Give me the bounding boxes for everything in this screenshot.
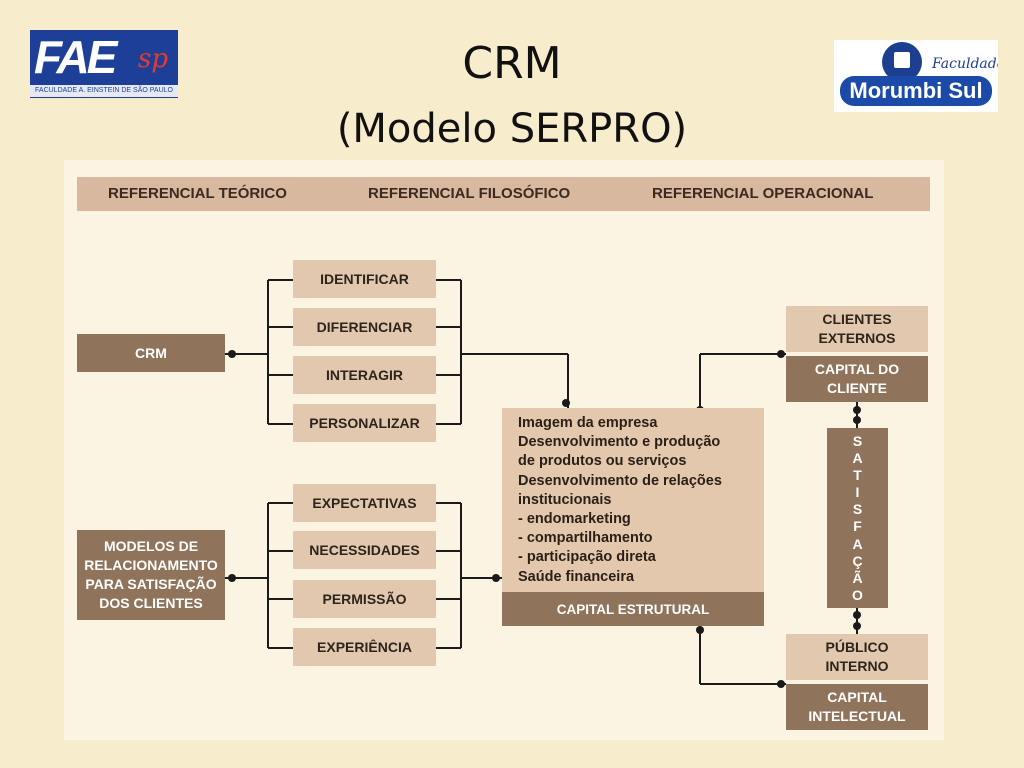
step-personalizar: PERSONALIZAR bbox=[293, 404, 436, 442]
slide-title: CRM bbox=[462, 38, 562, 89]
step-diferenciar: DIFERENCIAR bbox=[293, 308, 436, 346]
satisfacao-letter: Ç bbox=[852, 552, 863, 569]
connector-dot bbox=[562, 399, 570, 407]
capital-intelectual-box: CAPITAL INTELECTUAL bbox=[786, 684, 928, 730]
connector-dot bbox=[853, 406, 861, 414]
header-referencial-operacional: REFERENCIAL OPERACIONAL bbox=[652, 185, 874, 202]
step-interagir: INTERAGIR bbox=[293, 356, 436, 394]
step-permissao: PERMISSÃO bbox=[293, 580, 436, 618]
satisfacao-bar: S A T I S F A Ç Ã O bbox=[827, 428, 888, 608]
center-line: institucionais bbox=[518, 491, 612, 508]
morumbi-logo-faculdade: Faculdade bbox=[932, 56, 998, 72]
center-line: de produtos ou serviços bbox=[518, 453, 687, 470]
connector-dot bbox=[228, 574, 236, 582]
connector-dot bbox=[777, 350, 785, 358]
fae-logo-caption: FACULDADE A. EINSTEIN DE SÃO PAULO bbox=[30, 85, 178, 97]
satisfacao-letter: Ã bbox=[852, 569, 863, 586]
connector-dot bbox=[228, 350, 236, 358]
capital-estrutural-footer: CAPITAL ESTRUTURAL bbox=[502, 592, 764, 626]
center-line: Imagem da empresa bbox=[518, 415, 658, 431]
fae-logo-mark: FAE bbox=[34, 31, 117, 83]
step-expectativas: EXPECTATIVAS bbox=[293, 484, 436, 522]
connector-dot bbox=[853, 416, 861, 424]
connector-dot bbox=[777, 680, 785, 688]
satisfacao-letter: O bbox=[852, 586, 863, 603]
header-bar bbox=[77, 177, 930, 211]
center-line: Desenvolvimento de relações bbox=[518, 472, 722, 489]
publico-interno-box: PÚBLICO INTERNO bbox=[786, 634, 928, 680]
fae-logo: FAE sp FACULDADE A. EINSTEIN DE SÃO PAUL… bbox=[30, 30, 178, 98]
morumbi-sul-logo: Faculdade Morumbi Sul bbox=[834, 40, 998, 112]
step-identificar: IDENTIFICAR bbox=[293, 260, 436, 298]
connector-dot bbox=[853, 611, 861, 619]
center-line: Desenvolvimento e produção bbox=[518, 434, 721, 451]
fae-logo-sp: sp bbox=[138, 44, 168, 74]
satisfacao-letter: I bbox=[855, 484, 860, 501]
step-necessidades: NECESSIDADES bbox=[293, 531, 436, 569]
satisfacao-letter: S bbox=[852, 433, 863, 450]
satisfacao-letter: S bbox=[852, 501, 863, 518]
modelos-relacionamento-box: MODELOS DE RELACIONAMENTO PARA SATISFAÇÃ… bbox=[77, 530, 225, 620]
center-line: - participação direta bbox=[518, 549, 656, 566]
crm-box: CRM bbox=[77, 334, 225, 372]
satisfacao-letter: F bbox=[853, 518, 862, 535]
capital-estrutural-content: Imagem da empresa Desenvolvimento e prod… bbox=[502, 408, 764, 592]
center-line: - compartilhamento bbox=[518, 530, 653, 547]
header-referencial-teorico: REFERENCIAL TEÓRICO bbox=[108, 185, 287, 202]
slide-subtitle: (Modelo SERPRO) bbox=[336, 106, 688, 152]
clientes-externos-box: CLIENTES EXTERNOS bbox=[786, 306, 928, 352]
connector-dot bbox=[492, 574, 500, 582]
satisfacao-letter: A bbox=[852, 450, 863, 467]
morumbi-logo-name: Morumbi Sul bbox=[840, 76, 992, 106]
book-emblem-icon bbox=[882, 42, 922, 82]
step-experiencia: EXPERIÊNCIA bbox=[293, 628, 436, 666]
connector-dot bbox=[696, 626, 704, 634]
satisfacao-letter: T bbox=[853, 467, 862, 484]
center-line: - endomarketing bbox=[518, 511, 631, 528]
header-referencial-filosofico: REFERENCIAL FILOSÓFICO bbox=[368, 185, 571, 202]
satisfacao-letter: A bbox=[852, 535, 863, 552]
center-line: Saúde financeira bbox=[518, 568, 635, 585]
capital-do-cliente-box: CAPITAL DO CLIENTE bbox=[786, 356, 928, 402]
connector-dot bbox=[853, 622, 861, 630]
